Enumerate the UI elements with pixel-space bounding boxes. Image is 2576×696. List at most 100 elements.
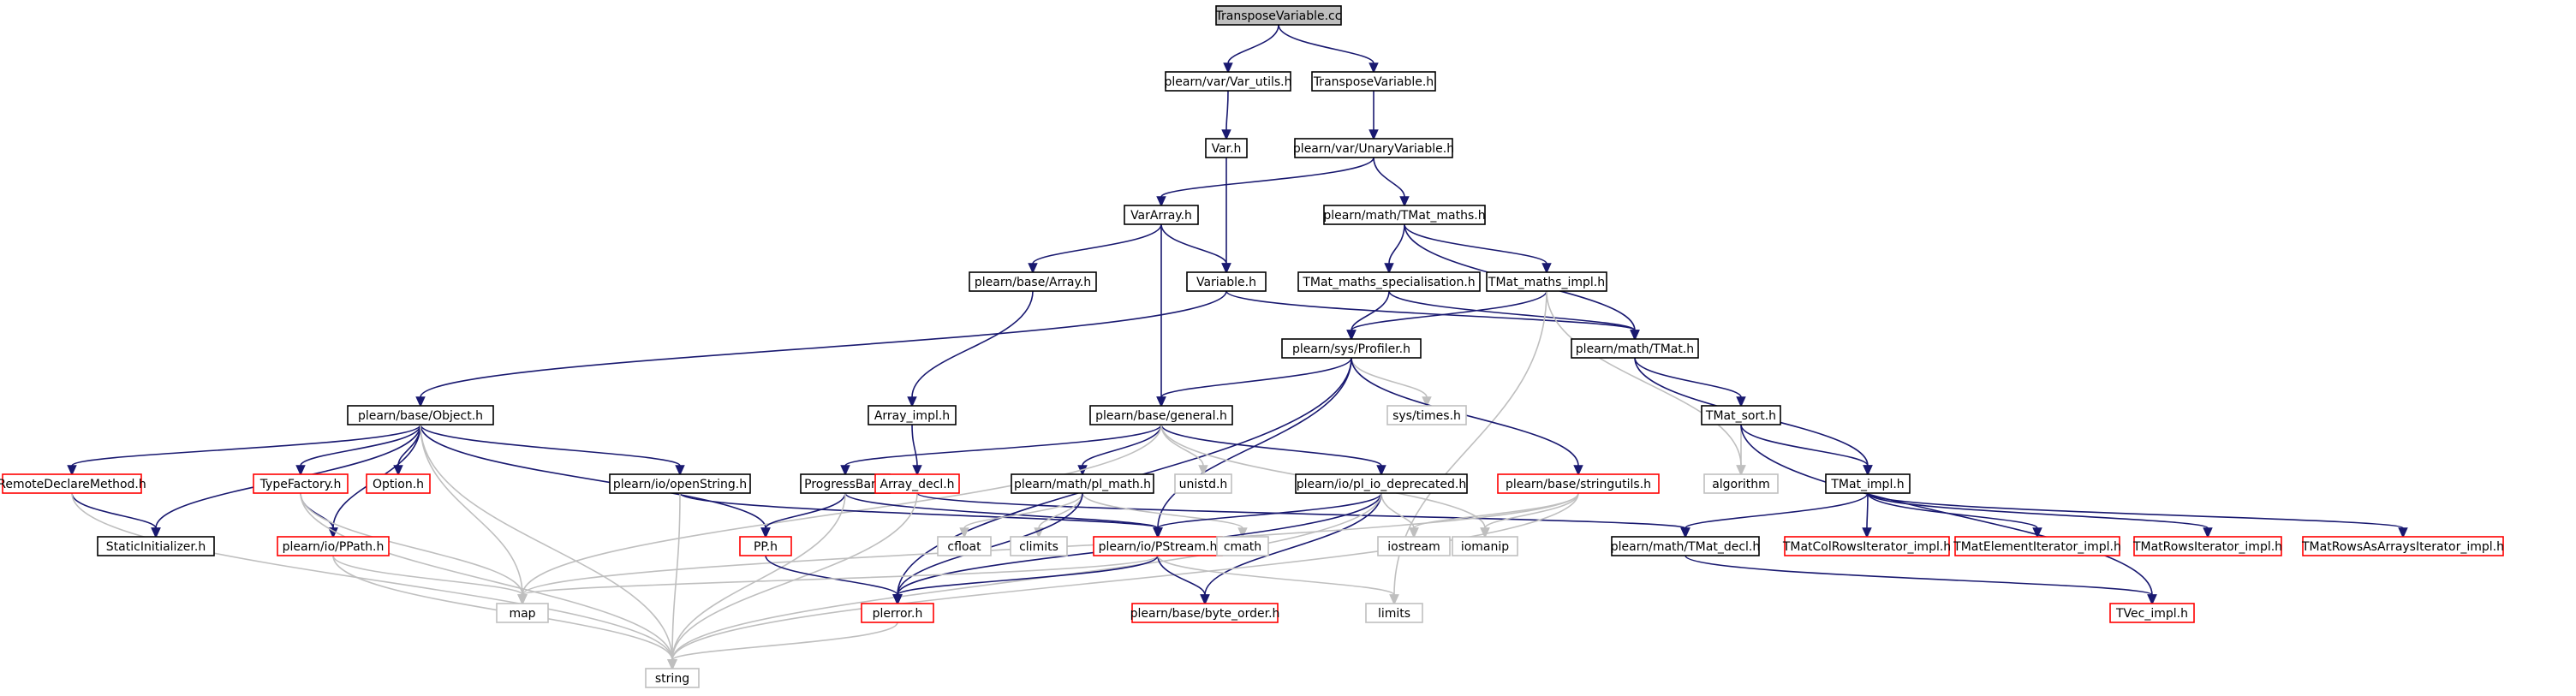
node-box [1186, 271, 1267, 292]
node-ppath-h[interactable]: plearn/io/PPath.h [277, 536, 390, 556]
node-pstream-h[interactable]: plearn/io/PStream.h [1093, 536, 1223, 556]
node-byte-order-h[interactable]: plearn/base/byte_order.h [1130, 603, 1280, 623]
edge-line [71, 424, 421, 467]
node-pl-math-h[interactable]: plearn/math/pl_math.h [1011, 473, 1154, 494]
node-label: unistd.h [1179, 478, 1228, 491]
node-box [1377, 536, 1451, 556]
node-unaryvariable-h[interactable]: plearn/var/UnaryVariable.h [1293, 138, 1454, 158]
edge-var_h-to-variable_h [1221, 158, 1231, 274]
edge-line [671, 492, 681, 661]
edge-object_h-to-openstring_h [420, 424, 685, 476]
edge-line [1225, 90, 1229, 131]
edge-arrowhead [1409, 527, 1419, 538]
edge-general_h-to-pl_io_deprecated_h [1160, 424, 1386, 476]
node-box [2133, 536, 2282, 556]
edge-line [671, 622, 898, 661]
edge-line [1740, 424, 1869, 467]
node-box [1701, 405, 1781, 425]
edge-line [332, 555, 523, 596]
edge-arrowhead [1863, 465, 1873, 476]
edge-line [1388, 223, 1405, 265]
node-tmat-maths-spec-h[interactable]: TMat_maths_specialisation.h [1297, 271, 1481, 292]
edge-arrowhead [840, 465, 850, 476]
edge-line [1413, 492, 1579, 529]
node-tmat-impl-h[interactable]: TMat_impl.h [1825, 473, 1911, 494]
node-box [868, 405, 957, 425]
node-remotedeclaremethod-h[interactable]: RemoteDeclareMethod.h [0, 473, 146, 494]
node-tmatcolrows-h[interactable]: TMatColRowsIterator_impl.h [1782, 536, 1951, 556]
edge-arrowhead [1221, 129, 1231, 140]
edge-arrowhead [1368, 129, 1379, 140]
edge-arrowhead [1862, 527, 1872, 538]
node-profiler-h[interactable]: plearn/sys/Profiler.h [1281, 338, 1422, 359]
edge-arrowhead [1028, 263, 1038, 274]
edge-line [522, 555, 1159, 596]
edge-arrowhead [1346, 330, 1357, 341]
edge-tmat_sort_h-to-tmat_impl_h [1740, 424, 1873, 476]
edge-line [1160, 223, 1227, 265]
node-pp-h[interactable]: PP.h [739, 536, 792, 556]
node-array-decl-h[interactable]: Array_decl.h [874, 473, 960, 494]
edge-tmat_impl_h-to-tmat_decl_h [1680, 492, 1869, 538]
node-label: plearn/base/stringutils.h [1506, 478, 1651, 491]
edge-line [1380, 492, 1415, 529]
node-array-impl-h[interactable]: Array_impl.h [868, 405, 957, 425]
edge-pp_h-to-plerror_h [765, 555, 903, 605]
node-tmatrowsasarrays-h[interactable]: TMatRowsAsArraysIterator_impl.h [2301, 536, 2504, 556]
node-box [277, 536, 390, 556]
node-option-h[interactable]: Option.h [366, 473, 431, 494]
node-pl-io-deprecated-h[interactable]: plearn/io/pl_io_deprecated.h [1295, 473, 1468, 494]
node-object-h[interactable]: plearn/base/Object.h [347, 405, 494, 425]
node-openstring-h[interactable]: plearn/io/openString.h [609, 473, 751, 494]
node-tvec-impl-h[interactable]: TVec_impl.h [2109, 603, 2195, 623]
node-tmat-maths-impl-h[interactable]: TMat_maths_impl.h [1486, 271, 1607, 292]
edge-profiler_h-to-general_h [1156, 357, 1352, 407]
node-typefactory-h[interactable]: TypeFactory.h [253, 473, 349, 494]
node-var-utils-h[interactable]: plearn/var/Var_utils.h [1165, 71, 1292, 92]
node-box [347, 405, 494, 425]
edge-line [1685, 492, 1869, 529]
edge-progressbar_h-to-pstream_h [844, 492, 1163, 538]
node-tmatelement-h[interactable]: TMatElementIterator_impl.h [1953, 536, 2121, 556]
node-array-h[interactable]: plearn/base/Array.h [969, 271, 1097, 292]
node-variable-h[interactable]: Variable.h [1186, 271, 1267, 292]
node-label: Variable.h [1196, 276, 1256, 289]
edge-line [1351, 290, 1547, 331]
node-staticinitializer-h[interactable]: StaticInitializer.h [97, 536, 215, 556]
edge-arrowhead [1736, 396, 1746, 407]
node-vararray-h[interactable]: VarArray.h [1124, 205, 1199, 225]
node-progressbar-h[interactable]: ProgressBar.h [800, 473, 891, 494]
node-label: algorithm [1712, 478, 1770, 491]
node-transposevariable-h[interactable]: TransposeVariable.h [1311, 71, 1436, 92]
node-plerror-h[interactable]: plerror.h [861, 603, 934, 623]
node-box [969, 271, 1097, 292]
node-tmat-sort-h[interactable]: TMat_sort.h [1701, 405, 1781, 425]
node-tmatrows-h[interactable]: TMatRowsIterator_impl.h [2132, 536, 2282, 556]
node-box [1215, 5, 1342, 26]
node-label: plearn/io/PPath.h [283, 540, 385, 554]
edge-object_h-to-remotedeclaremethod_h [67, 424, 421, 476]
node-tmat-maths-h[interactable]: plearn/math/TMat_maths.h [1323, 205, 1486, 225]
edge-profiler_h-to-sys_times_h [1351, 357, 1432, 407]
node-tmat-decl-h[interactable]: plearn/math/TMat_decl.h [1611, 536, 1760, 556]
node-label: ProgressBar.h [804, 478, 886, 491]
node-stringutils-h[interactable]: plearn/base/stringutils.h [1497, 473, 1660, 494]
node-transposevariable-cc[interactable]: TransposeVariable.cc [1215, 5, 1342, 26]
edge-pstream_h-to-map [517, 555, 1159, 605]
node-label: Array_impl.h [874, 409, 950, 423]
edge-pstream_h-to-plerror_h [892, 555, 1159, 605]
node-box [1486, 271, 1607, 292]
edge-arrowhead [1399, 196, 1410, 207]
node-label: TMatRowsAsArraysIterator_impl.h [2301, 540, 2504, 554]
node-general-h[interactable]: plearn/base/general.h [1089, 405, 1233, 425]
node-tmat-h[interactable]: plearn/math/TMat.h [1571, 338, 1699, 359]
edge-line [1082, 492, 1243, 529]
edge-array_impl_h-to-array_decl_h [911, 424, 922, 476]
node-var-h[interactable]: Var.h [1205, 138, 1248, 158]
node-label: plearn/io/PStream.h [1099, 540, 1218, 554]
edge-array_h-to-array_impl_h [907, 290, 1034, 407]
edge-tmat_sort_h-to-tvec_impl_h [1740, 424, 2157, 605]
edge-line [1634, 357, 1742, 398]
edge-pl_io_deprecated_h-to-pstream_h [1153, 492, 1382, 538]
node-string: string [645, 668, 700, 688]
